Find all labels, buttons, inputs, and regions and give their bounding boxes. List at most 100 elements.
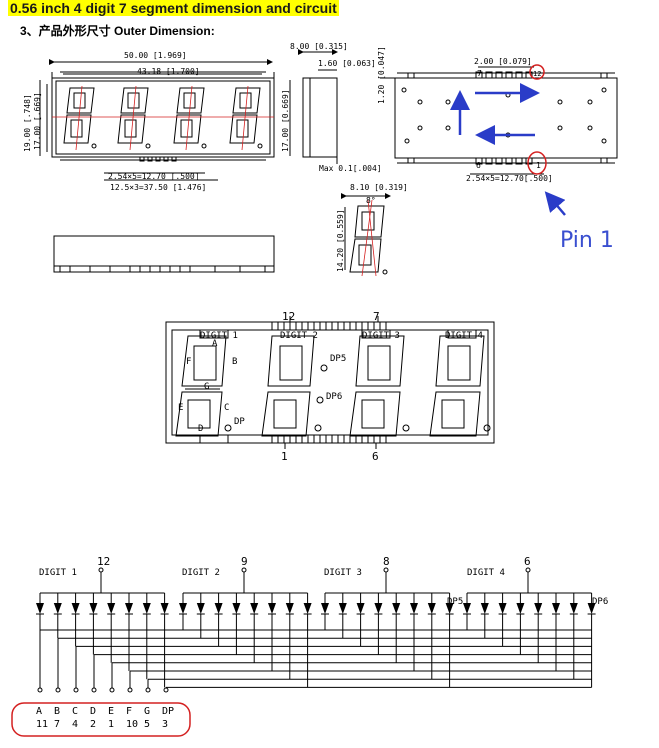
segment-pin-number: 10 — [126, 719, 138, 730]
dim-left-outer: 19.00 [.748] — [23, 94, 32, 152]
segment-label-d: D — [198, 424, 203, 434]
segment-label-g: G — [204, 382, 209, 392]
dim-pin-pitch: 2.54×5=12.70 [.500] — [108, 172, 200, 181]
led-diode — [160, 603, 169, 614]
segment-pin-node — [37, 687, 43, 693]
side-view — [289, 49, 338, 164]
dim-side-max: Max 0.1[.004] — [319, 164, 382, 173]
dim-side-height: 17.00 [0.669] — [281, 89, 290, 152]
led-diode — [196, 603, 205, 614]
back-pin-12: 12 — [533, 70, 541, 78]
dim-digit-height: 14.20 [0.559] — [336, 209, 345, 272]
pinout-bottom-pin-1: 1 — [281, 450, 288, 463]
circuit-digit-3-pin: 8 — [383, 555, 390, 568]
pinout-digit-4: DIGIT 4 — [445, 331, 483, 341]
segment-pin-node — [55, 687, 61, 693]
dim-back-pitch-small: 2.00 [0.079] — [474, 57, 532, 66]
circuit-digit-2-pin: 9 — [241, 555, 248, 568]
dim-digit-width: 8.10 [0.319] — [350, 183, 408, 192]
led-diode — [268, 603, 276, 614]
pinout-digit-1: DIGIT 1 — [200, 331, 238, 341]
front-digits — [63, 87, 263, 149]
led-diode — [285, 603, 294, 614]
led-diode — [569, 603, 578, 614]
circuit-digit-1-pin: 12 — [97, 555, 110, 568]
led-diode — [232, 603, 241, 614]
led-diode — [71, 603, 80, 614]
led-diode — [392, 603, 401, 614]
circuit-schematic — [36, 567, 596, 693]
led-diode — [427, 603, 436, 614]
led-diode — [534, 603, 543, 614]
dim-digit-pitch: 12.5×3=37.50 [1.476] — [110, 183, 206, 192]
pin1-label: Pin 1 — [560, 228, 614, 253]
circuit-digit-1-label: DIGIT 1 — [39, 568, 77, 578]
direction-arrows — [450, 83, 566, 216]
back-pin-7: 7 — [477, 69, 482, 78]
segment-pin-number: 2 — [90, 719, 96, 730]
segment-pin-number: 3 — [162, 719, 168, 730]
pinout-digit-3: DIGIT 3 — [362, 331, 400, 341]
segment-pin-number: 1 — [108, 719, 114, 730]
digit-pin-node — [525, 567, 531, 573]
segment-pin-node — [91, 687, 97, 693]
led-diode — [374, 603, 383, 614]
led-diode — [338, 603, 347, 614]
led-diode — [587, 603, 596, 614]
segment-pin-number: 4 — [72, 719, 78, 730]
pinout-top-pin-12: 12 — [282, 310, 295, 323]
led-diode — [89, 603, 98, 614]
pinout-dp5: DP5 — [330, 354, 346, 364]
pinout-dp6: DP6 — [326, 392, 342, 402]
dim-side-pin: 1.60 [0.063] — [318, 59, 376, 68]
digit-pin-node — [383, 567, 389, 573]
circuit-digit-2-label: DIGIT 2 — [182, 568, 220, 578]
digit-detail-centerlines — [361, 199, 377, 277]
back-view — [380, 66, 618, 175]
led-diode — [445, 603, 454, 614]
segment-label-dp: DP — [234, 417, 245, 427]
segment-letter: B — [54, 706, 60, 717]
pinout-top-pin-7: 7 — [373, 310, 380, 323]
segment-pin-number: 5 — [144, 719, 150, 730]
led-diode — [250, 603, 259, 614]
pinout-bottom-pin-6: 6 — [372, 450, 379, 463]
circuit-digit-4-pin: 6 — [524, 555, 531, 568]
dim-side-depth: 8.00 [0.315] — [290, 42, 348, 51]
segment-letter: C — [72, 706, 78, 717]
front-view — [39, 59, 275, 181]
digit-pin-node — [241, 567, 247, 573]
segment-letter: F — [126, 706, 132, 717]
front-centerlines — [52, 85, 274, 151]
segment-pin-node — [127, 687, 133, 693]
led-diode — [410, 603, 418, 614]
back-pin-6: 6 — [476, 161, 481, 170]
segment-letter: D — [90, 706, 96, 717]
segment-pin-node — [163, 687, 169, 693]
led-diode — [214, 603, 223, 614]
segment-pin-node — [73, 687, 79, 693]
led-diode — [179, 603, 187, 614]
segment-pin-node — [145, 687, 151, 693]
pin12-highlight-circle — [529, 64, 545, 80]
back-pin-1: 1 — [536, 161, 541, 170]
led-diode — [36, 603, 44, 614]
led-diode — [356, 603, 365, 614]
led-diode — [498, 603, 507, 614]
led-diode — [516, 603, 525, 614]
segment-pin-number: 7 — [54, 719, 60, 730]
segment-label-f: F — [186, 357, 191, 367]
front-pins — [139, 156, 177, 162]
dim-back-top: 1.20 [0.047] — [377, 46, 386, 104]
led-diode — [107, 603, 116, 614]
section-heading: 3、产品外形尺寸 Outer Dimension: — [20, 24, 215, 38]
segment-label-a: A — [212, 339, 218, 349]
segment-pin-number: 11 — [36, 719, 48, 730]
segment-label-c: C — [224, 403, 229, 413]
led-diode — [53, 603, 62, 614]
dim-digit-angle: 8° — [366, 196, 376, 205]
segment-pin-highlight — [11, 702, 191, 737]
pinout-digit-2: DIGIT 2 — [280, 331, 318, 341]
